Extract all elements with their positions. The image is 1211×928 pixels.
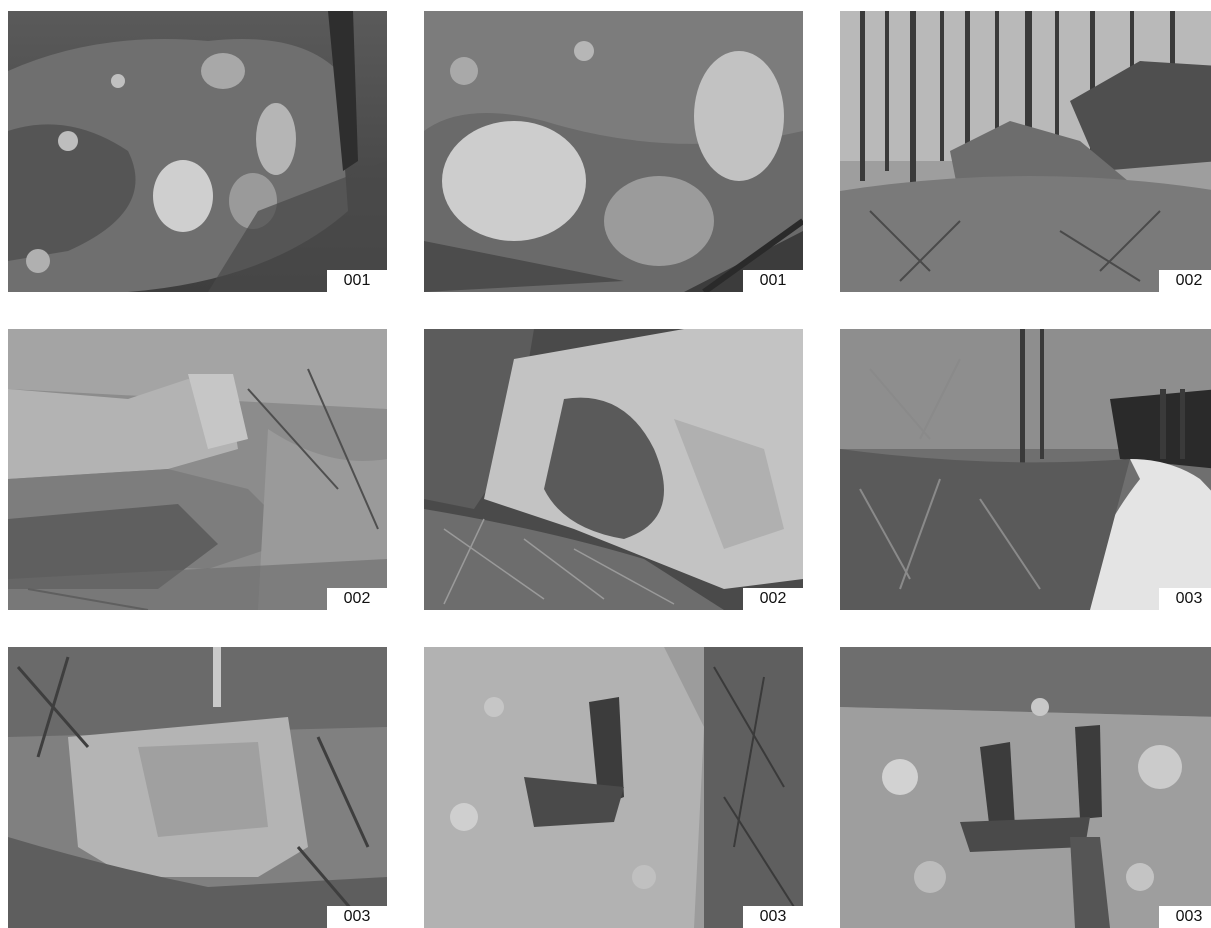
photo-tile-8: 003 [424,647,803,928]
photo-image-large-boulder-closeup [424,329,803,610]
photo-image-forest-boulders [840,11,1211,292]
photo-tile-5: 002 [424,329,803,610]
photo-image-forest-road [840,329,1211,610]
photo-id-label: 002 [327,588,387,610]
photo-tile-7: 003 [8,647,387,928]
photo-id-label: 003 [743,906,803,928]
photo-id-label: 001 [327,270,387,292]
photo-id-label: 003 [1159,906,1211,928]
photo-id-label: 001 [743,270,803,292]
photo-id-label: 002 [743,588,803,610]
photo-image-round-stones-closeup [424,11,803,292]
photo-image-mossy-rock-in-undergrowth [8,647,387,928]
photo-id-label: 002 [1159,270,1211,292]
photo-tile-3: 002 [840,11,1211,292]
photo-image-layered-rock-outcrop [8,329,387,610]
photo-id-label: 003 [327,906,387,928]
photo-tile-1: 001 [8,11,387,292]
photo-tile-4: 002 [8,329,387,610]
photo-image-lichen-rock-with-groove [840,647,1211,928]
photo-tile-6: 003 [840,329,1211,610]
photo-tile-9: 003 [840,647,1211,928]
photo-tile-2: 001 [424,11,803,292]
photo-id-label: 003 [1159,588,1211,610]
photo-image-rock-face-with-groove [424,647,803,928]
photo-image-rock-with-round-stones [8,11,387,292]
